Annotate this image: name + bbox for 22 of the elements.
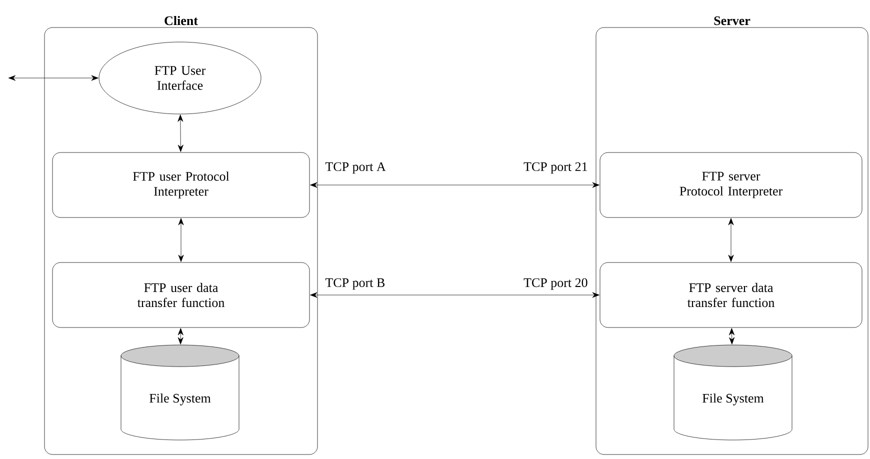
arrow — [310, 182, 600, 188]
arrow — [178, 218, 184, 262]
process-box: FTP user Protocol Interpreter — [52, 152, 310, 218]
process-box: FTP server Protocol Interpreter — [600, 152, 862, 218]
process-box: FTP user data transfer function — [52, 262, 310, 328]
arrow — [8, 75, 98, 81]
node-label: File System — [702, 394, 764, 406]
process-box: FTP server data transfer function — [600, 262, 862, 328]
arrow — [729, 328, 735, 344]
node-label: Client — [164, 16, 198, 26]
arrow — [310, 292, 600, 298]
port-label: TCP port A — [325, 162, 386, 174]
port-label: TCP port 20 — [524, 278, 588, 290]
arrow — [178, 328, 184, 344]
arrow — [178, 114, 184, 152]
file-system-cylinder: File System — [674, 344, 792, 440]
node-label: File System — [150, 394, 211, 406]
port-label: TCP port B — [325, 278, 385, 290]
file-system-cylinder: File System — [120, 344, 240, 440]
arrow — [728, 218, 734, 262]
node-label: Server — [714, 16, 750, 26]
port-label: TCP port 21 — [524, 162, 588, 174]
